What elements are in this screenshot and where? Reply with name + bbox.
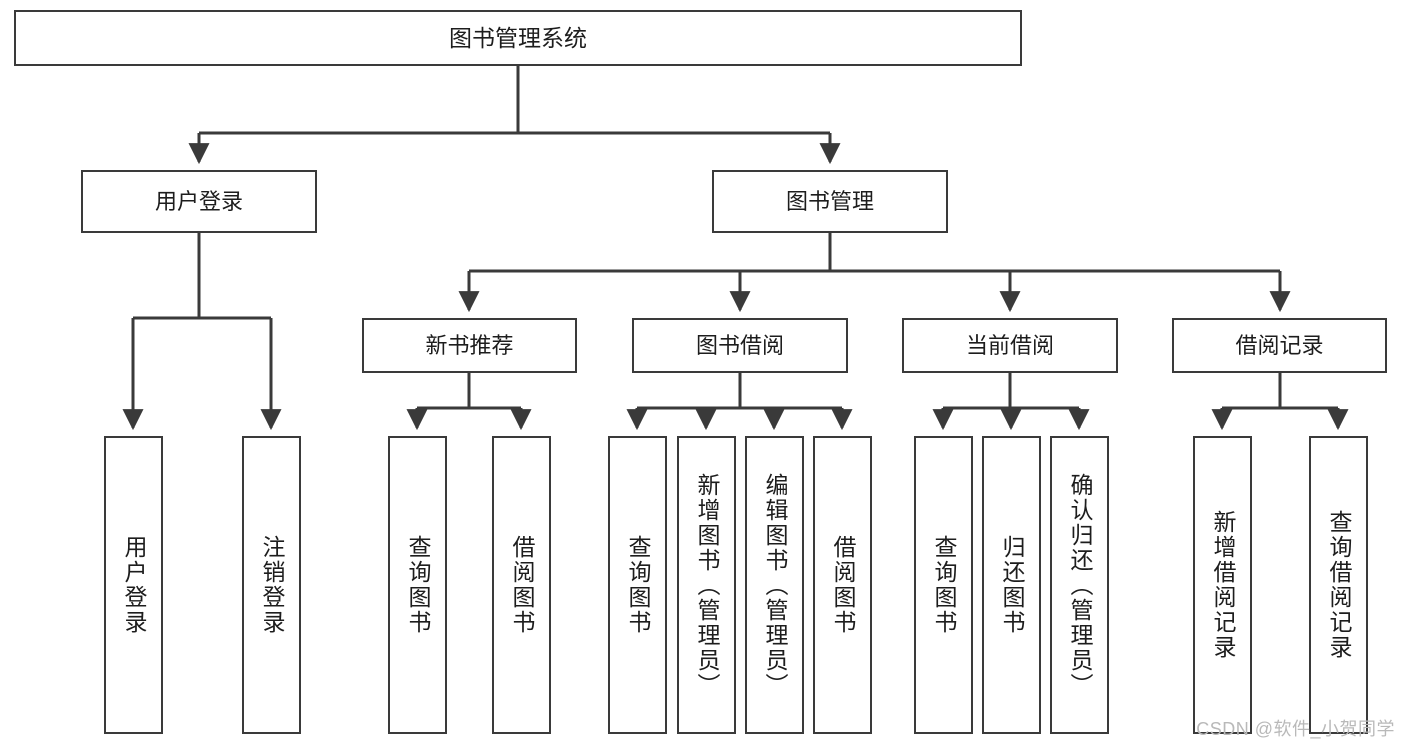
leaf-borrow-book[interactable]: 借阅图书 (813, 436, 872, 734)
leaf-add-borrow-record[interactable]: 新增借阅记录 (1193, 436, 1252, 734)
node-label: 借阅记录 (1235, 332, 1324, 358)
leaf-return-book[interactable]: 归还图书 (982, 436, 1041, 734)
node-borrow-record[interactable]: 借阅记录 (1172, 318, 1387, 373)
node-label: 用户登录 (121, 535, 147, 635)
leaf-query-borrow-record[interactable]: 查询借阅记录 (1309, 436, 1368, 734)
leaf-query-book-recommend[interactable]: 查询图书 (388, 436, 447, 734)
node-label: 注销登录 (259, 535, 285, 635)
leaf-confirm-return[interactable]: 确认归还（管理员） (1050, 436, 1109, 734)
node-label: 借阅图书 (509, 535, 535, 635)
node-label: 归还图书 (999, 535, 1025, 635)
node-label: 新增图书（管理员） (694, 472, 720, 698)
leaf-query-book-current[interactable]: 查询图书 (914, 436, 973, 734)
node-label: 新书推荐 (425, 332, 514, 358)
node-root-system[interactable]: 图书管理系统 (14, 10, 1022, 66)
leaf-user-login[interactable]: 用户登录 (104, 436, 163, 734)
node-label: 图书借阅 (695, 332, 784, 358)
node-label: 图书管理系统 (449, 24, 587, 51)
leaf-borrow-book-recommend[interactable]: 借阅图书 (492, 436, 551, 734)
leaf-edit-book[interactable]: 编辑图书（管理员） (745, 436, 804, 734)
node-label: 新增借阅记录 (1210, 510, 1236, 660)
node-user-login[interactable]: 用户登录 (81, 170, 317, 233)
node-current-borrow[interactable]: 当前借阅 (902, 318, 1118, 373)
node-book-management[interactable]: 图书管理 (712, 170, 948, 233)
node-label: 查询图书 (931, 535, 957, 635)
watermark: CSDN @软件_小贺同学 (1196, 719, 1395, 739)
leaf-query-book-borrow[interactable]: 查询图书 (608, 436, 667, 734)
node-book-borrow[interactable]: 图书借阅 (632, 318, 848, 373)
node-label: 编辑图书（管理员） (762, 472, 788, 698)
node-label: 借阅图书 (830, 535, 856, 635)
leaf-logout-login[interactable]: 注销登录 (242, 436, 301, 734)
node-label: 确认归还（管理员） (1067, 472, 1093, 698)
node-label: 当前借阅 (965, 332, 1054, 358)
node-label: 用户登录 (154, 188, 243, 214)
node-label: 查询图书 (625, 535, 651, 635)
node-label: 查询图书 (405, 535, 431, 635)
leaf-add-book[interactable]: 新增图书（管理员） (677, 436, 736, 734)
node-label: 查询借阅记录 (1326, 510, 1352, 660)
node-label: 图书管理 (785, 188, 874, 214)
node-new-book-recommend[interactable]: 新书推荐 (362, 318, 577, 373)
